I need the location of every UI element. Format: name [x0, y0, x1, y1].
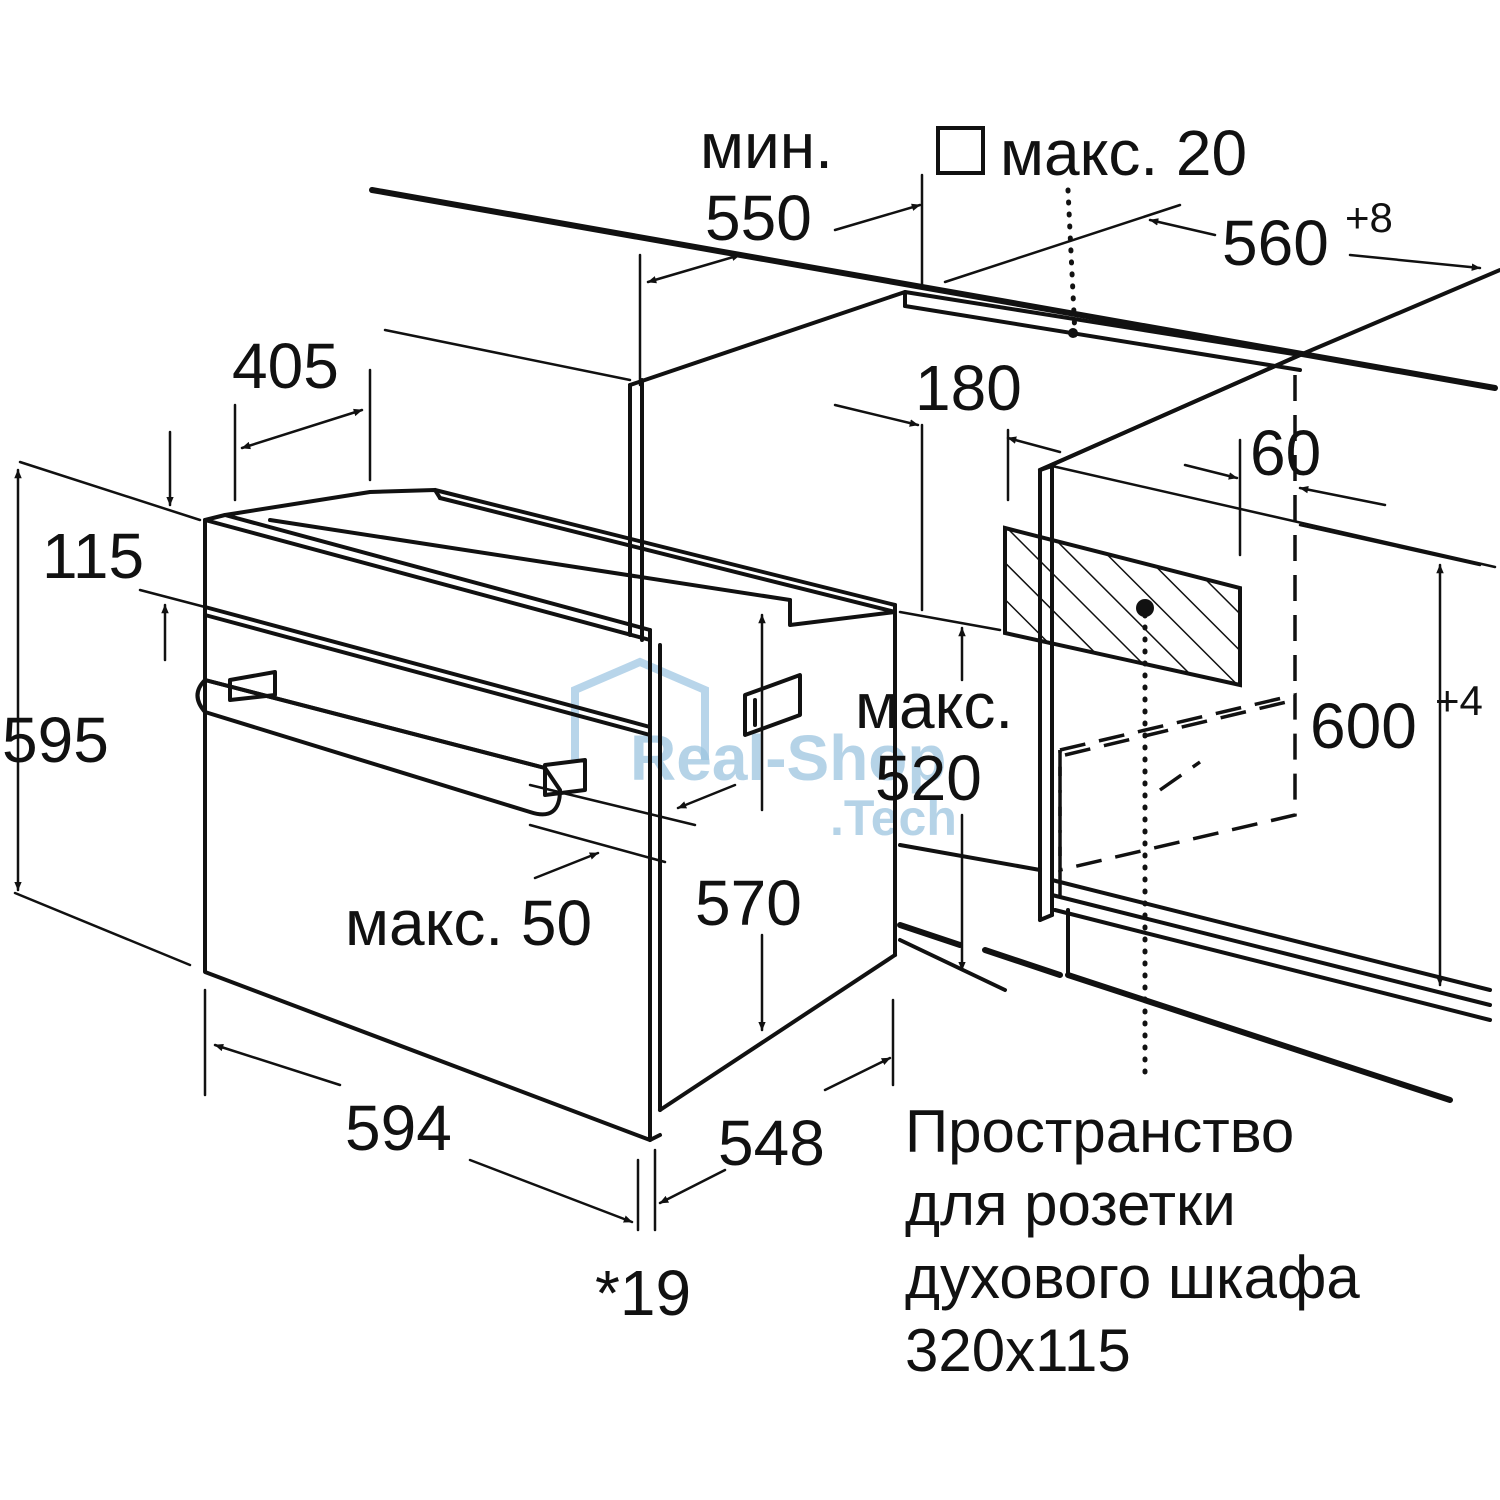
socket-note: Пространство для розетки духового шкафа … [905, 1098, 1360, 1384]
label-595: 595 [2, 704, 109, 776]
label-520: 520 [875, 742, 982, 814]
label-600: 600 [1310, 690, 1417, 762]
label-560: 560 [1222, 207, 1329, 279]
label-548: 548 [718, 1107, 825, 1179]
label-max-20: макс. 20 [1000, 117, 1247, 189]
square-symbol-icon [936, 126, 985, 175]
label-115: 115 [42, 520, 144, 592]
label-60: 60 [1250, 417, 1321, 489]
oven-top [203, 488, 897, 607]
dim-550-left-arrow [646, 253, 742, 284]
label-180: 180 [915, 352, 1022, 424]
note-line1: Пространство [905, 1098, 1294, 1165]
cabinet-niche [369, 187, 1500, 1103]
note-line2: для розетки [905, 1171, 1236, 1238]
note-line4: 320x115 [905, 1317, 1131, 1384]
top-dotted-axis [1065, 187, 1078, 338]
label-600-tolerance: +4 [1435, 677, 1483, 724]
dimension-lines [13, 173, 1482, 1232]
label-570: 570 [695, 867, 802, 939]
label-594: 594 [345, 1092, 452, 1164]
countertop-line [369, 187, 1498, 391]
label-550: 550 [705, 182, 812, 254]
label-min: мин. [700, 110, 833, 182]
socket-center-dot [1136, 599, 1154, 617]
label-max: макс. [855, 670, 1013, 742]
label-19: *19 [595, 1257, 691, 1329]
oven-side-vent [743, 673, 802, 737]
label-560-tolerance: +8 [1345, 194, 1393, 241]
niche-back-outline [1058, 692, 1297, 873]
oven-body [195, 488, 897, 1142]
label-max-50: макс. 50 [345, 887, 592, 959]
control-panel-line [203, 605, 652, 729]
dimension-labels: мин. 550 макс. 20 560 +8 405 180 60 115 … [2, 110, 1483, 1329]
label-405: 405 [232, 330, 339, 402]
note-line3: духового шкафа [905, 1244, 1360, 1311]
oven-handle [195, 670, 587, 817]
socket-area [1003, 187, 1242, 1083]
